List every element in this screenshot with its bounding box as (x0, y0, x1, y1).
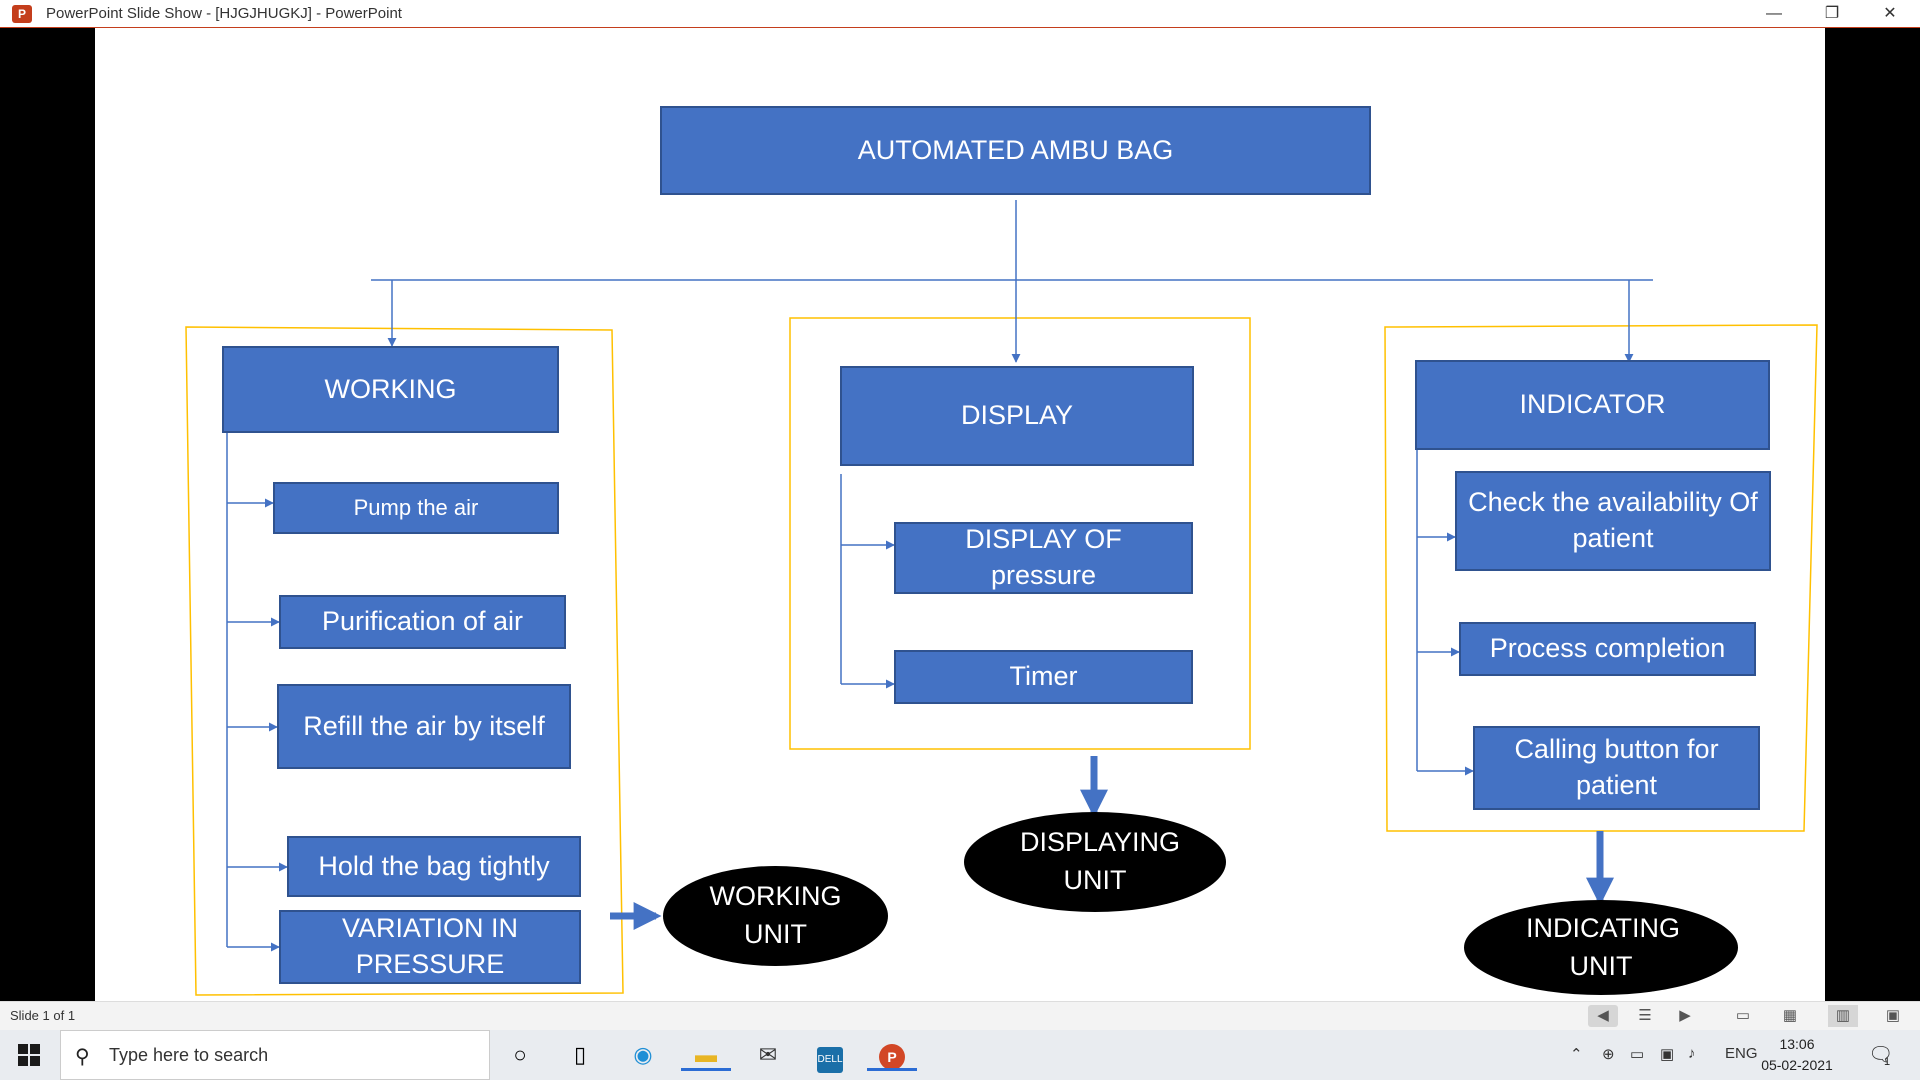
root-box: AUTOMATED AMBU BAG (660, 106, 1371, 195)
display-title: DISPLAY (960, 400, 1074, 431)
connector-lines (185, 200, 1818, 996)
volume-icon[interactable]: ♪ (1688, 1045, 1696, 1062)
close-button[interactable]: ✕ (1883, 5, 1897, 22)
slide-sorter-icon[interactable]: ▦ (1782, 1007, 1798, 1024)
working-unit-label: WORKING UNIT (709, 881, 842, 949)
indicator-item-box: Process completion (1459, 622, 1756, 676)
chevron-up-icon[interactable]: ⌃ (1570, 1046, 1583, 1063)
working-box: WORKING (222, 346, 559, 433)
working-item-box: Purification of air (279, 595, 566, 649)
indicator-item-box: Check the availability Of patient (1455, 471, 1771, 571)
display-item-box: DISPLAY OF pressure (894, 522, 1193, 594)
working-item-box: Refill the air by itself (277, 684, 571, 769)
displaying-unit-ellipse: DISPLAYING UNIT (964, 812, 1226, 912)
indicator-title: INDICATOR (1519, 389, 1666, 420)
taskbar: ⚲ Type here to search ○ ▯ ◉ ▬ ✉ DELL P ⌃… (0, 1030, 1920, 1080)
task-view-icon[interactable]: ▯ (573, 1042, 587, 1067)
window-title: PowerPoint Slide Show - [HJGJHUGKJ] - Po… (46, 5, 402, 22)
indicator-item-label: Calling button for patient (1514, 734, 1719, 800)
cortana-icon[interactable]: ○ (513, 1042, 527, 1067)
windows-start-icon[interactable] (18, 1044, 40, 1066)
working-item-label: Pump the air (353, 495, 479, 521)
indicating-unit-label: INDICATING UNIT (1526, 912, 1680, 981)
normal-view-icon[interactable]: ▭ (1735, 1007, 1751, 1024)
working-item-label: Purification of air (321, 606, 524, 637)
indicator-item-box: Calling button for patient (1473, 726, 1760, 810)
active-indicator (681, 1068, 731, 1071)
network-icon[interactable]: ▣ (1660, 1046, 1675, 1063)
reading-view-icon[interactable]: ▥ (1828, 1005, 1858, 1027)
title-bar: P PowerPoint Slide Show - [HJGJHUGKJ] - … (0, 0, 1920, 28)
minimize-button[interactable]: — (1766, 5, 1782, 22)
indicator-item-label: Process completion (1489, 633, 1726, 664)
working-title: WORKING (324, 373, 457, 404)
globe-icon[interactable]: ⊕ (1602, 1046, 1615, 1063)
dell-icon[interactable]: DELL (813, 1039, 847, 1073)
working-item-box: VARIATION IN PRESSURE (279, 910, 581, 984)
mail-icon[interactable]: ✉ (758, 1042, 778, 1067)
restore-button[interactable]: ❐ (1824, 5, 1840, 22)
clock[interactable]: 13:06 05-02-2021 (1752, 1034, 1842, 1076)
display-item-label: Timer (1009, 661, 1078, 692)
status-bar: Slide 1 of 1 ◀ ☰ ▶ ▭ ▦ ▥ ▣ (0, 1001, 1920, 1030)
powerpoint-logo-icon: P (12, 5, 32, 23)
active-indicator (867, 1068, 917, 1071)
previous-icon[interactable]: ◀ (1588, 1005, 1618, 1027)
slide-canvas: AUTOMATED AMBU BAG WORKING Pump the air … (95, 28, 1825, 1001)
displaying-unit-label: DISPLAYING UNIT (1020, 827, 1181, 895)
file-explorer-icon[interactable]: ▬ (681, 1039, 731, 1071)
search-box[interactable]: ⚲ Type here to search (60, 1030, 490, 1080)
indicator-item-label: Check the availability Of patient (1468, 487, 1758, 553)
next-icon[interactable]: ▶ (1679, 1007, 1691, 1024)
working-item-label: Refill the air by itself (303, 710, 545, 741)
indicator-box: INDICATOR (1415, 360, 1770, 450)
working-item-label: VARIATION IN PRESSURE (341, 913, 518, 979)
root-label: AUTOMATED AMBU BAG (857, 134, 1174, 165)
language-indicator[interactable]: ENG (1725, 1045, 1758, 1062)
edge-icon[interactable]: ◉ (633, 1042, 653, 1067)
search-icon: ⚲ (75, 1046, 90, 1068)
powerpoint-icon[interactable]: P (867, 1039, 917, 1071)
working-item-label: Hold the bag tightly (318, 850, 550, 881)
clock-time: 13:06 (1779, 1036, 1815, 1052)
search-placeholder: Type here to search (109, 1045, 269, 1065)
battery-icon[interactable]: ▭ (1630, 1046, 1645, 1063)
display-item-label: DISPLAY OF pressure (965, 524, 1122, 590)
notification-icon[interactable]: 🗨 (1868, 1044, 1894, 1066)
working-item-box: Hold the bag tightly (287, 836, 581, 897)
display-item-box: Timer (894, 650, 1193, 704)
clock-date: 05-02-2021 (1761, 1057, 1833, 1073)
working-unit-ellipse: WORKING UNIT (663, 866, 888, 966)
indicating-unit-ellipse: INDICATING UNIT (1464, 900, 1738, 995)
slide-count: Slide 1 of 1 (10, 1008, 76, 1023)
display-box: DISPLAY (840, 366, 1194, 466)
slide-notes-icon[interactable]: ☰ (1638, 1007, 1652, 1024)
working-item-box: Pump the air (273, 482, 559, 534)
slide-show-icon[interactable]: ▣ (1885, 1007, 1901, 1024)
notification-count: 1 (1884, 1056, 1891, 1068)
